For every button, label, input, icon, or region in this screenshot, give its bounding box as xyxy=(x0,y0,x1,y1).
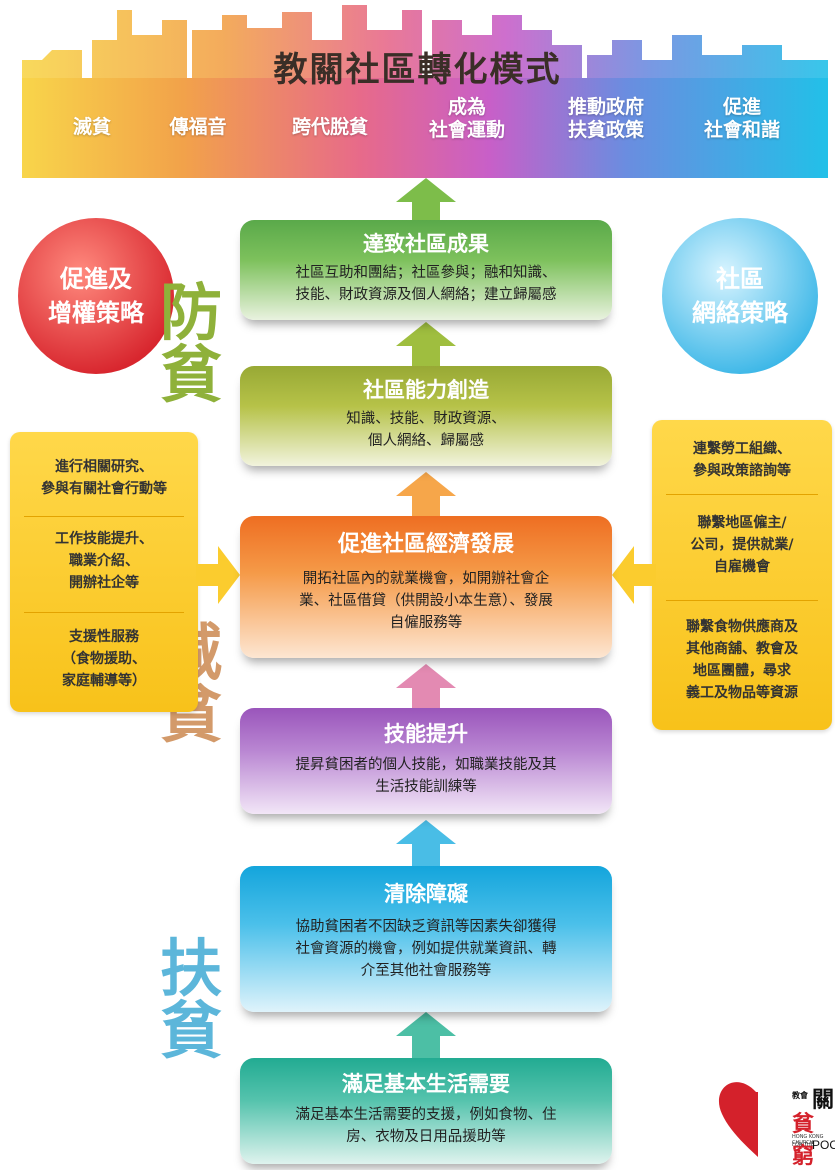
goal-social-movement: 成為 社會運動 xyxy=(428,96,505,141)
right-pointing-arrow-icon xyxy=(196,546,240,604)
up-arrow-icon xyxy=(396,1012,456,1058)
empowerment-strategy-circle: 促進及 增權策略 xyxy=(18,218,174,374)
step-description: 滿足基本生活需要的支援，例如食物、住 房、衣物及日用品援助等 xyxy=(295,1107,557,1145)
network-strategy-circle: 社區 網絡策略 xyxy=(662,218,818,374)
step-basic-needs: 滿足基本生活需要 滿足基本生活需要的支援，例如食物、住 房、衣物及日用品援助等 xyxy=(240,1058,612,1164)
divider xyxy=(666,494,818,495)
step-description: 開拓社區內的就業機會，如開辦社會企 業、社區借貸（供開設小本生意）、發展 自僱服… xyxy=(299,571,553,631)
step-description: 知識、技能、財政資源、 個人網絡、歸屬感 xyxy=(346,411,506,449)
goal-spread-gospel: 傳福音 xyxy=(169,116,227,138)
banner-title: 教關社區轉化模式 xyxy=(273,50,562,90)
step-title: 清除障礙 xyxy=(384,882,468,906)
step-economic-development: 促進社區經濟發展 開拓社區內的就業機會，如開辦社會企 業、社區借貸（供開設小本生… xyxy=(240,516,612,658)
goal-government-policy: 推動政府 扶貧政策 xyxy=(567,96,644,141)
up-arrow-icon xyxy=(396,322,456,368)
stage-prevent: 防貧 xyxy=(160,276,223,411)
stage-support: 扶貧 xyxy=(160,932,223,1067)
divider xyxy=(666,600,818,601)
step-title: 社區能力創造 xyxy=(363,378,489,402)
step-description: 提昇貧困者的個人技能，如職業技能及其 生活技能訓練等 xyxy=(295,757,557,795)
left-pointing-arrow-icon xyxy=(612,546,656,604)
divider xyxy=(24,612,184,613)
left-panel-item: 工作技能提升、 職業介紹、 開辦社企等 xyxy=(55,531,153,591)
up-arrow-icon xyxy=(396,472,456,518)
city-skyline-graphic xyxy=(22,5,828,80)
up-arrow-icon xyxy=(396,178,456,224)
up-arrow-icon xyxy=(396,664,456,710)
right-actions-panel: 連繫勞工組織、 參與政策諮詢等 聯繫地區僱主/ 公司，提供就業/ 自雇機會 聯繫… xyxy=(652,420,832,730)
step-description: 社區互助和團結；社區參與；融和知識、 技能、財政資源及個人網絡；建立歸屬感 xyxy=(295,265,557,303)
step-title: 滿足基本生活需要 xyxy=(342,1072,510,1096)
left-actions-panel: 進行相關研究、 參與有關社會行動等 工作技能提升、 職業介紹、 開辦社企等 支援… xyxy=(10,432,198,712)
goal-eradicate-poverty: 滅貧 xyxy=(72,116,111,138)
left-panel-item: 支援性服務 （食物援助、 家庭輔導等） xyxy=(62,629,146,689)
step-remove-barriers: 清除障礙 協助貧困者不因缺乏資訊等因素失卻獲得 社會資源的機會，例如提供就業資訊… xyxy=(240,866,612,1012)
right-panel-item: 聯繫食物供應商及 其他商舖、教會及 地區團體，尋求 義工及物品等資源 xyxy=(686,619,798,701)
left-panel-item: 進行相關研究、 參與有關社會行動等 xyxy=(41,459,167,497)
step-capacity-building: 社區能力創造 知識、技能、財政資源、 個人網絡、歸屬感 xyxy=(240,366,612,466)
goal-social-harmony: 促進 社會和諧 xyxy=(703,96,780,141)
logo-heart-icon xyxy=(718,1082,835,1169)
step-description: 協助貧困者不因缺乏資訊等因素失卻獲得 社會資源的機會，例如提供就業資訊、轉 介至… xyxy=(295,919,557,979)
step-skills-upgrade: 技能提升 提昇貧困者的個人技能，如職業技能及其 生活技能訓練等 xyxy=(240,708,612,814)
goal-intergenerational: 跨代脫貧 xyxy=(291,116,368,138)
right-panel-item: 連繫勞工組織、 參與政策諮詢等 xyxy=(693,441,791,479)
up-arrow-icon xyxy=(396,820,456,866)
step-title: 促進社區經濟發展 xyxy=(337,532,514,557)
step-title: 技能提升 xyxy=(384,722,468,746)
step-title: 達致社區成果 xyxy=(363,232,489,256)
divider xyxy=(24,516,184,517)
right-panel-item: 聯繫地區僱主/ 公司，提供就業/ 自雇機會 xyxy=(690,515,794,575)
organization-logo: 教會 關 貧窮 HONG KONG CHURCH FOR THE POO xyxy=(716,1072,835,1169)
goals-banner xyxy=(22,78,828,178)
step-community-outcomes: 達致社區成果 社區互助和團結；社區參與；融和知識、 技能、財政資源及個人網絡；建… xyxy=(240,220,612,320)
